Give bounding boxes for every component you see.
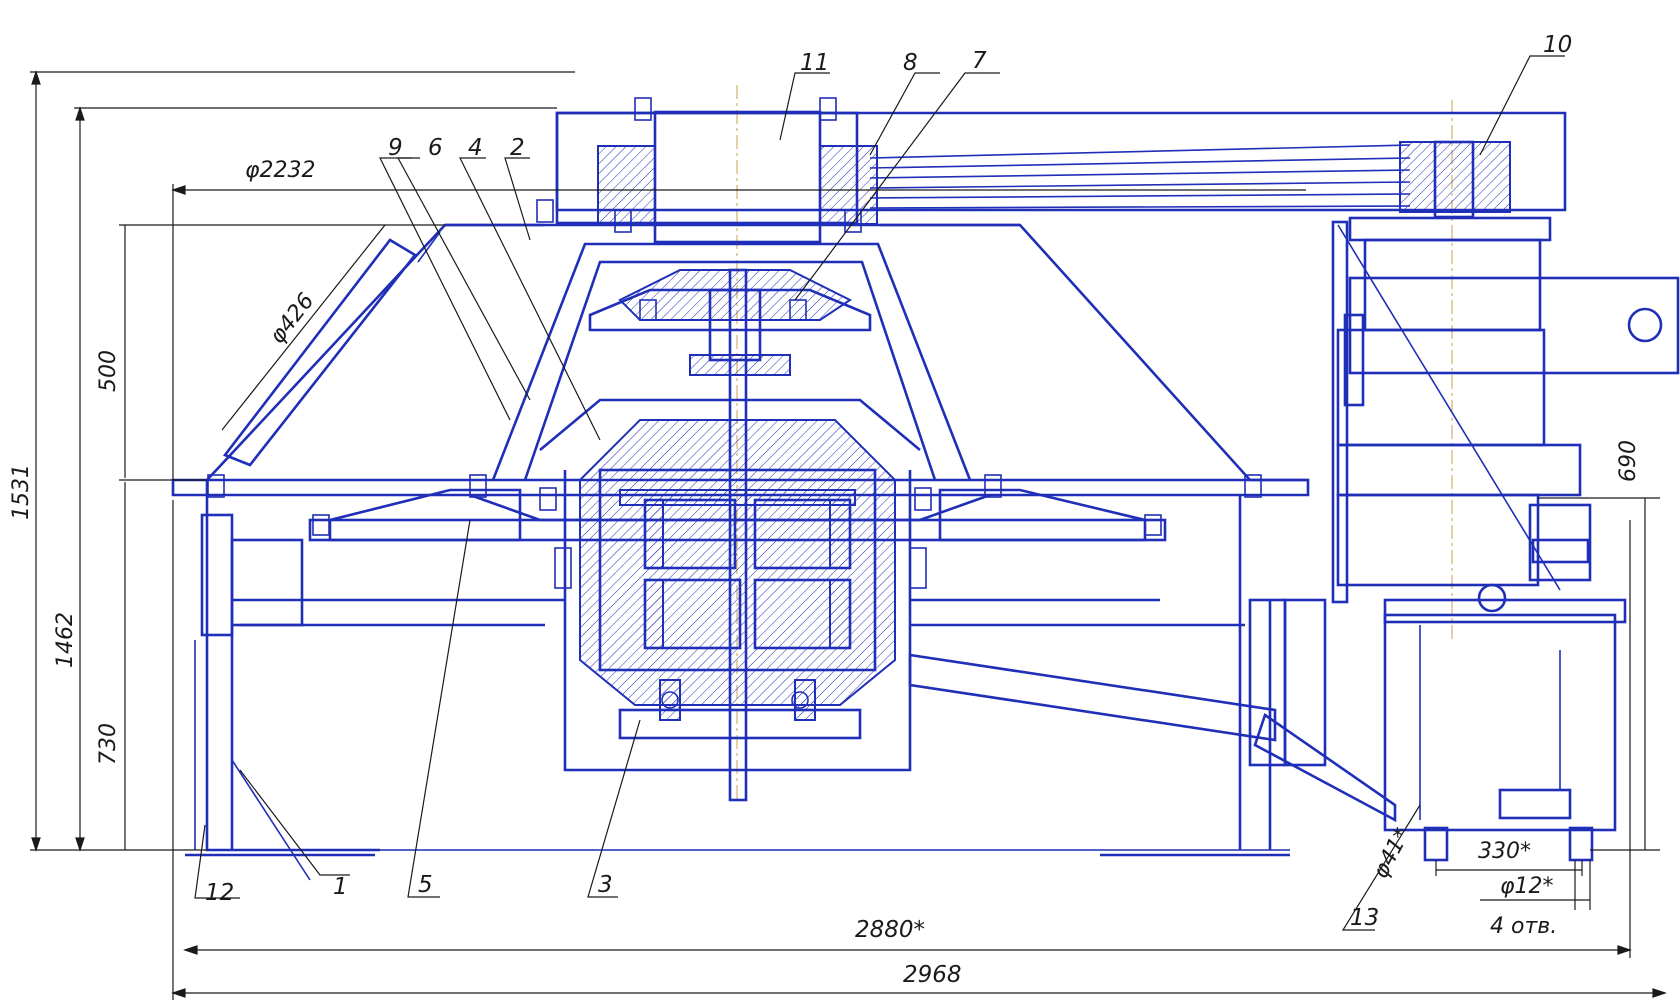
dim-height-730: 730 [96, 723, 121, 765]
dim-diameter-12: φ12* [1500, 874, 1554, 899]
dim-width-330: 330* [1478, 839, 1531, 864]
part-label-5: 5 [418, 872, 433, 898]
dim-diameter-41: φ41* [1368, 824, 1415, 883]
part-label-3: 3 [598, 872, 613, 898]
part-label-2: 2 [510, 135, 525, 161]
part-label-12: 12 [205, 880, 234, 906]
dimension-lines [30, 70, 1667, 1000]
dim-width-2880: 2880* [855, 917, 925, 943]
dim-width-2968: 2968 [903, 962, 962, 988]
dim-diameter-426: φ426 [265, 289, 319, 349]
dim-diameter-2232: φ2232 [245, 158, 316, 183]
part-labels: 1 2 3 4 5 6 7 8 9 10 11 12 13 [205, 32, 1572, 931]
part-label-4: 4 [468, 135, 483, 161]
part-label-6: 6 [428, 135, 443, 161]
dim-height-1462: 1462 [53, 612, 78, 668]
dim-holes: 4 отв. [1490, 914, 1557, 939]
part-label-9: 9 [388, 135, 403, 161]
machine-body [171, 85, 1680, 881]
part-label-7: 7 [972, 48, 987, 74]
dim-height-690: 690 [1616, 440, 1641, 482]
part-label-11: 11 [800, 50, 829, 76]
part-label-10: 10 [1543, 32, 1572, 58]
part-label-1: 1 [333, 874, 348, 900]
part-label-8: 8 [903, 50, 918, 76]
leader-lines [194, 55, 1565, 931]
dim-height-1531: 1531 [9, 464, 34, 520]
part-label-13: 13 [1350, 905, 1379, 931]
dimension-labels: φ2232 φ426 1531 1462 500 730 690 2880* 2… [9, 158, 1641, 988]
dim-height-500: 500 [96, 350, 121, 392]
